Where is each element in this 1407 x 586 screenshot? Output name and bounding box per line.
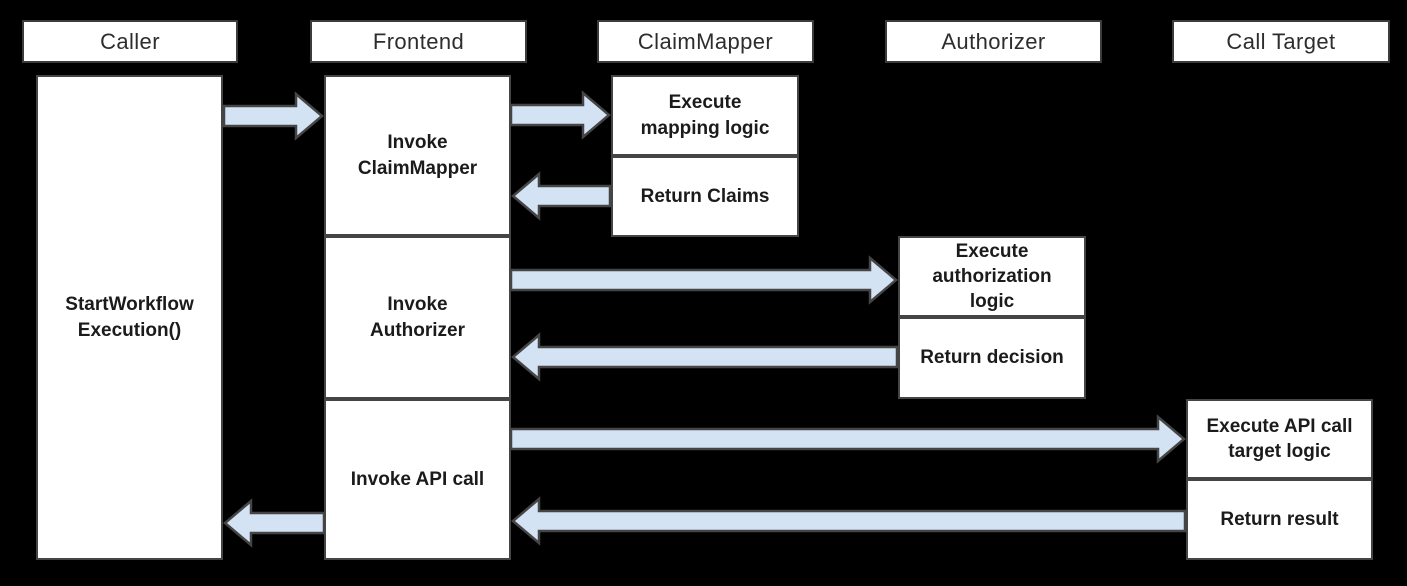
box-label: Execute authorization logic <box>932 240 1052 313</box>
lane-header-frontend: Frontend <box>310 20 527 63</box>
box-label: Invoke API call <box>350 468 485 490</box>
box-label: Invoke ClaimMapper <box>357 132 478 179</box>
box-invoke-api-call: Invoke API call <box>324 399 511 560</box>
arrow-frontend-to-caller-icon <box>223 498 326 548</box>
arrow-frontend-to-calltarget-icon <box>509 414 1186 464</box>
arrow-calltarget-to-frontend-icon <box>511 496 1187 546</box>
arrow-claimmapper-to-frontend-icon <box>511 171 612 221</box>
box-label: StartWorkflow Execution() <box>65 294 194 341</box>
box-execute-api-call-target-logic: Execute API call target logic <box>1186 399 1373 479</box>
box-invoke-authorizer: Invoke Authorizer <box>324 236 511 399</box>
box-label: Execute mapping logic <box>640 92 770 139</box>
lane-header-claimmapper: ClaimMapper <box>597 20 814 63</box>
box-label: Execute API call target logic <box>1206 415 1353 462</box>
box-return-claims: Return Claims <box>611 156 799 237</box>
box-return-result: Return result <box>1186 479 1373 560</box>
box-startworkflow-execution: StartWorkflow Execution() <box>36 75 223 560</box>
box-label: Return decision <box>920 347 1064 369</box>
box-label: Invoke Authorizer <box>370 294 465 341</box>
arrow-caller-to-frontend-icon <box>222 91 324 141</box>
box-label: Return result <box>1220 508 1339 530</box>
lane-header-caller: Caller <box>22 20 238 63</box>
box-return-decision: Return decision <box>898 317 1086 399</box>
lane-header-authorizer: Authorizer <box>885 20 1102 63</box>
box-execute-mapping-logic: Execute mapping logic <box>611 75 799 156</box>
arrow-authorizer-to-frontend-icon <box>511 332 899 382</box>
box-label: Return Claims <box>640 185 770 207</box>
box-invoke-claimmapper: Invoke ClaimMapper <box>324 75 511 236</box>
lane-header-calltarget: Call Target <box>1172 20 1390 63</box>
arrow-frontend-to-claimmapper-icon <box>509 90 611 140</box>
box-execute-authorization-logic: Execute authorization logic <box>898 236 1086 317</box>
arrow-frontend-to-authorizer-icon <box>509 255 898 305</box>
